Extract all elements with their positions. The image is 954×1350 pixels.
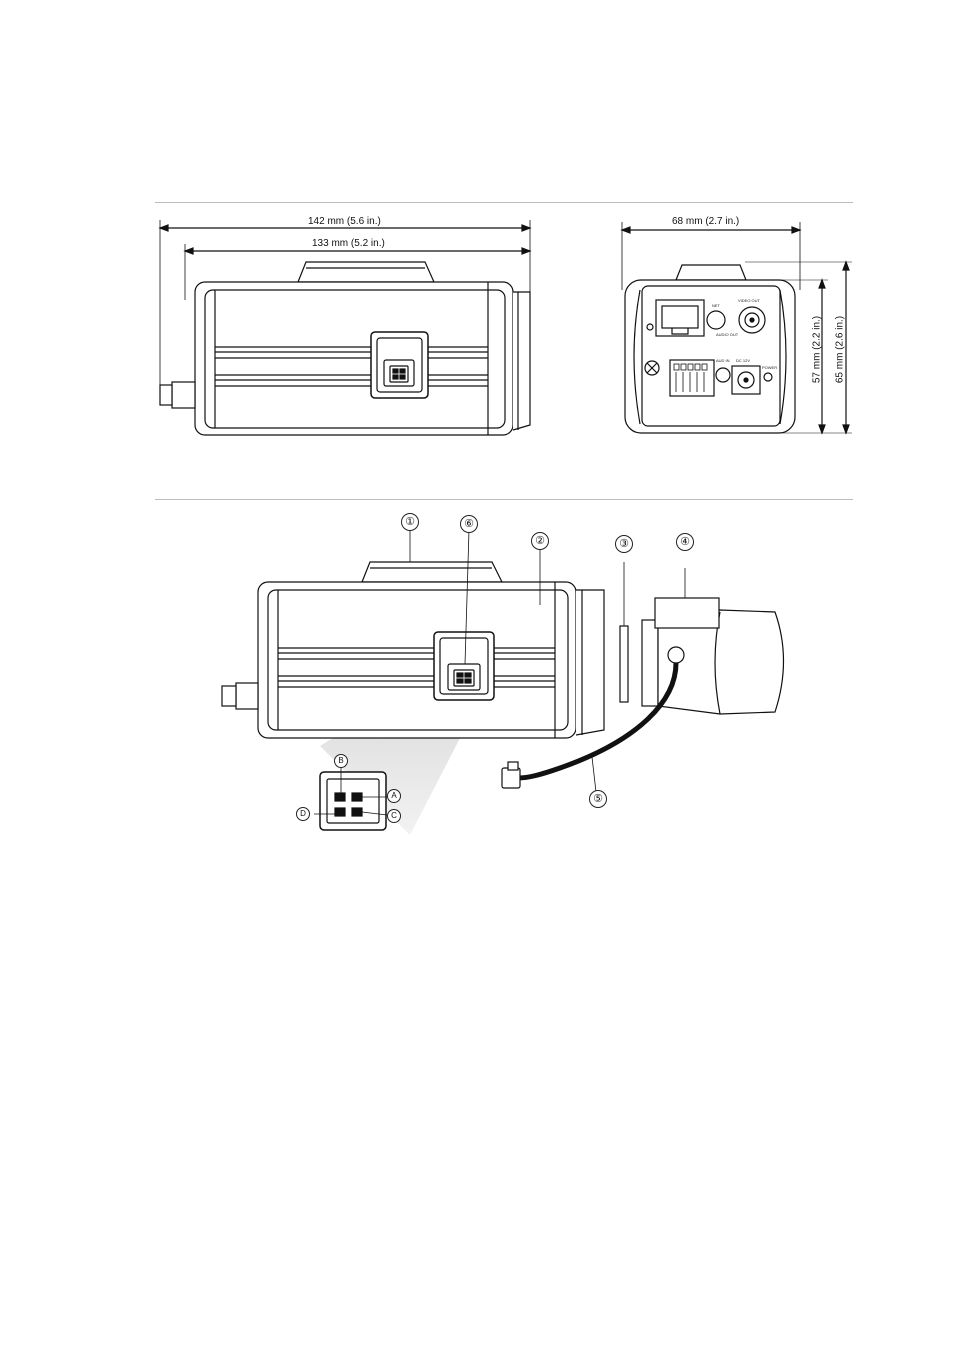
pin-b-label: B bbox=[334, 754, 348, 768]
callout-5: ⑤ bbox=[589, 790, 607, 808]
callout-3: ③ bbox=[615, 535, 633, 553]
callout-6: ⑥ bbox=[460, 515, 478, 533]
pin-c-label: C bbox=[387, 809, 401, 823]
callout-2: ② bbox=[531, 532, 549, 550]
pin-d-label: D bbox=[296, 807, 310, 821]
pin-a-label: A bbox=[387, 789, 401, 803]
callout-4: ④ bbox=[676, 533, 694, 551]
callout-1: ① bbox=[401, 513, 419, 531]
